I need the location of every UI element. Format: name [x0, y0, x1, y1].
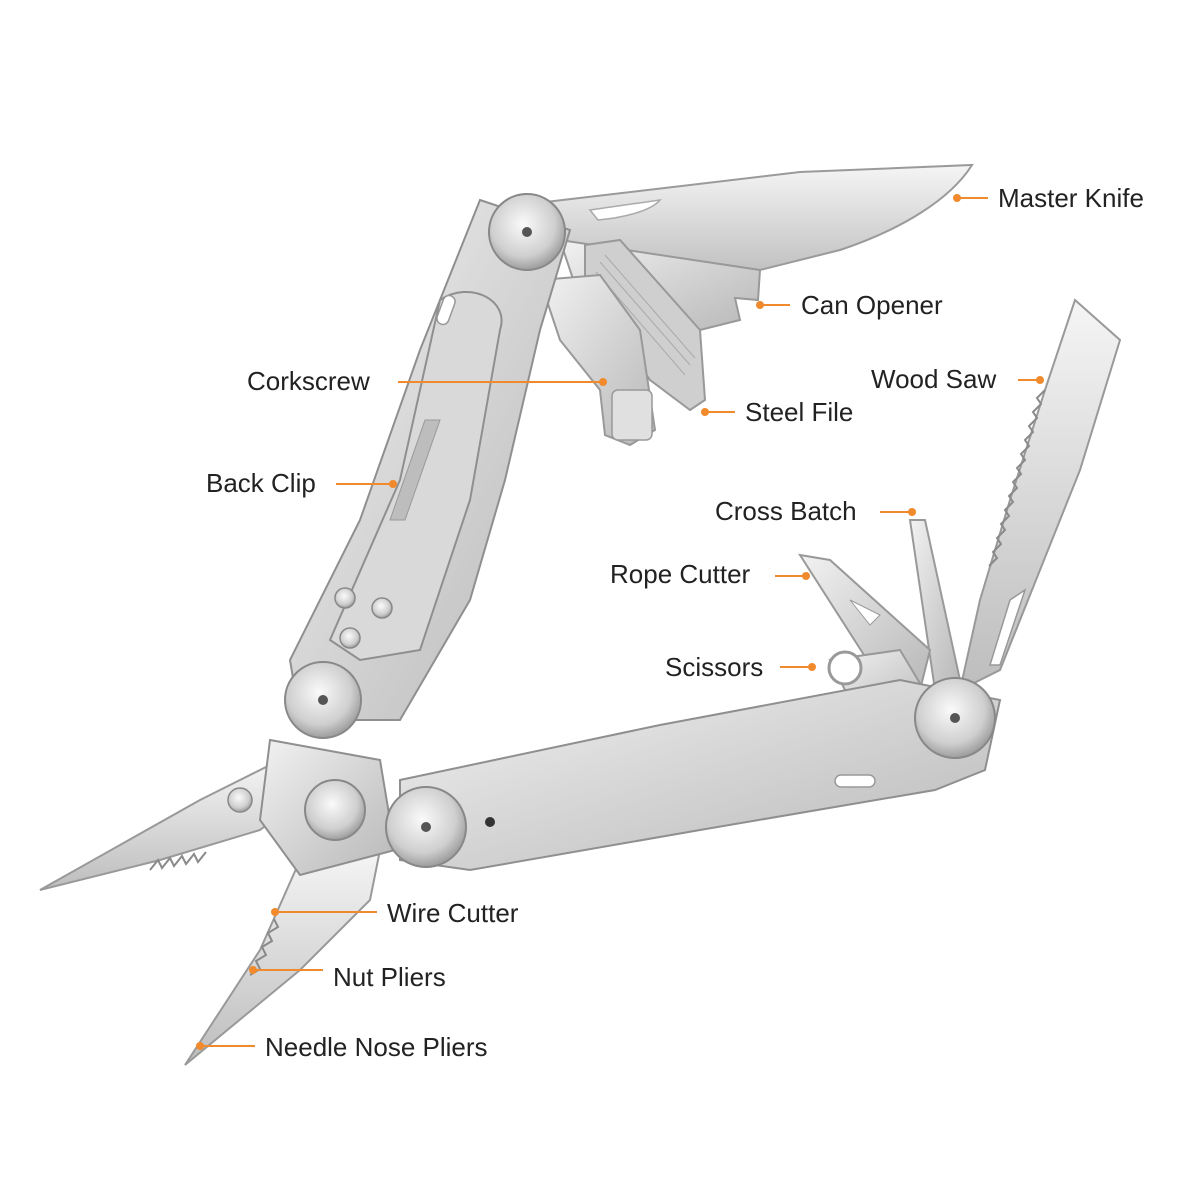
back-clip-slot	[389, 419, 441, 521]
leader-dot-rope-cutter	[802, 572, 810, 580]
label-corkscrew: Corkscrew	[247, 366, 370, 396]
right-handle	[399, 678, 1002, 872]
rope-cutter-hook	[849, 599, 881, 626]
label-back-clip: Back Clip	[206, 468, 316, 498]
corkscrew-tip	[611, 389, 653, 441]
label-can-opener: Can Opener	[801, 290, 943, 320]
label-wood-saw: Wood Saw	[871, 364, 997, 394]
leader-dot-back-clip	[389, 480, 397, 488]
leader-dot-nut-pliers	[249, 966, 257, 974]
label-steel-file: Steel File	[745, 397, 854, 427]
label-wire-cutter: Wire Cutter	[387, 898, 519, 928]
wood-saw-cutout	[988, 588, 1027, 666]
leader-dot-wire-cutter	[271, 908, 279, 916]
handle-slot	[436, 294, 456, 326]
label-scissors: Scissors	[665, 652, 764, 682]
leader-dot-steel-file	[701, 408, 709, 416]
leader-dot-master-knife	[953, 194, 961, 202]
wood-saw-teeth	[988, 389, 1046, 567]
label-rope-cutter: Rope Cutter	[610, 559, 751, 589]
plier-teeth-lower	[249, 918, 280, 976]
leader-dot-cross-batch	[908, 508, 916, 516]
plier-teeth-upper	[149, 851, 207, 871]
clip-rivets	[334, 587, 393, 649]
leader-dot-needle-nose-pliers	[196, 1042, 204, 1050]
handle-slot-right	[834, 774, 876, 788]
label-cross-batch: Cross Batch	[715, 496, 857, 526]
pivot-screws	[284, 193, 996, 868]
leader-dot-can-opener	[756, 301, 764, 309]
label-needle-nose-pliers: Needle Nose Pliers	[265, 1032, 488, 1062]
jaw-spring	[227, 787, 253, 813]
label-master-knife: Master Knife	[998, 183, 1144, 213]
knife-nail-nick	[588, 198, 662, 221]
leader-dot-wood-saw	[1036, 376, 1044, 384]
label-nut-pliers: Nut Pliers	[333, 962, 446, 992]
leader-lines	[196, 194, 1044, 1050]
leader-dot-scissors	[808, 663, 816, 671]
needle-nose-jaw-upper	[39, 758, 302, 891]
wood-saw-blade	[958, 298, 1122, 692]
leader-dot-corkscrew	[599, 378, 607, 386]
handle-hole	[485, 817, 495, 827]
